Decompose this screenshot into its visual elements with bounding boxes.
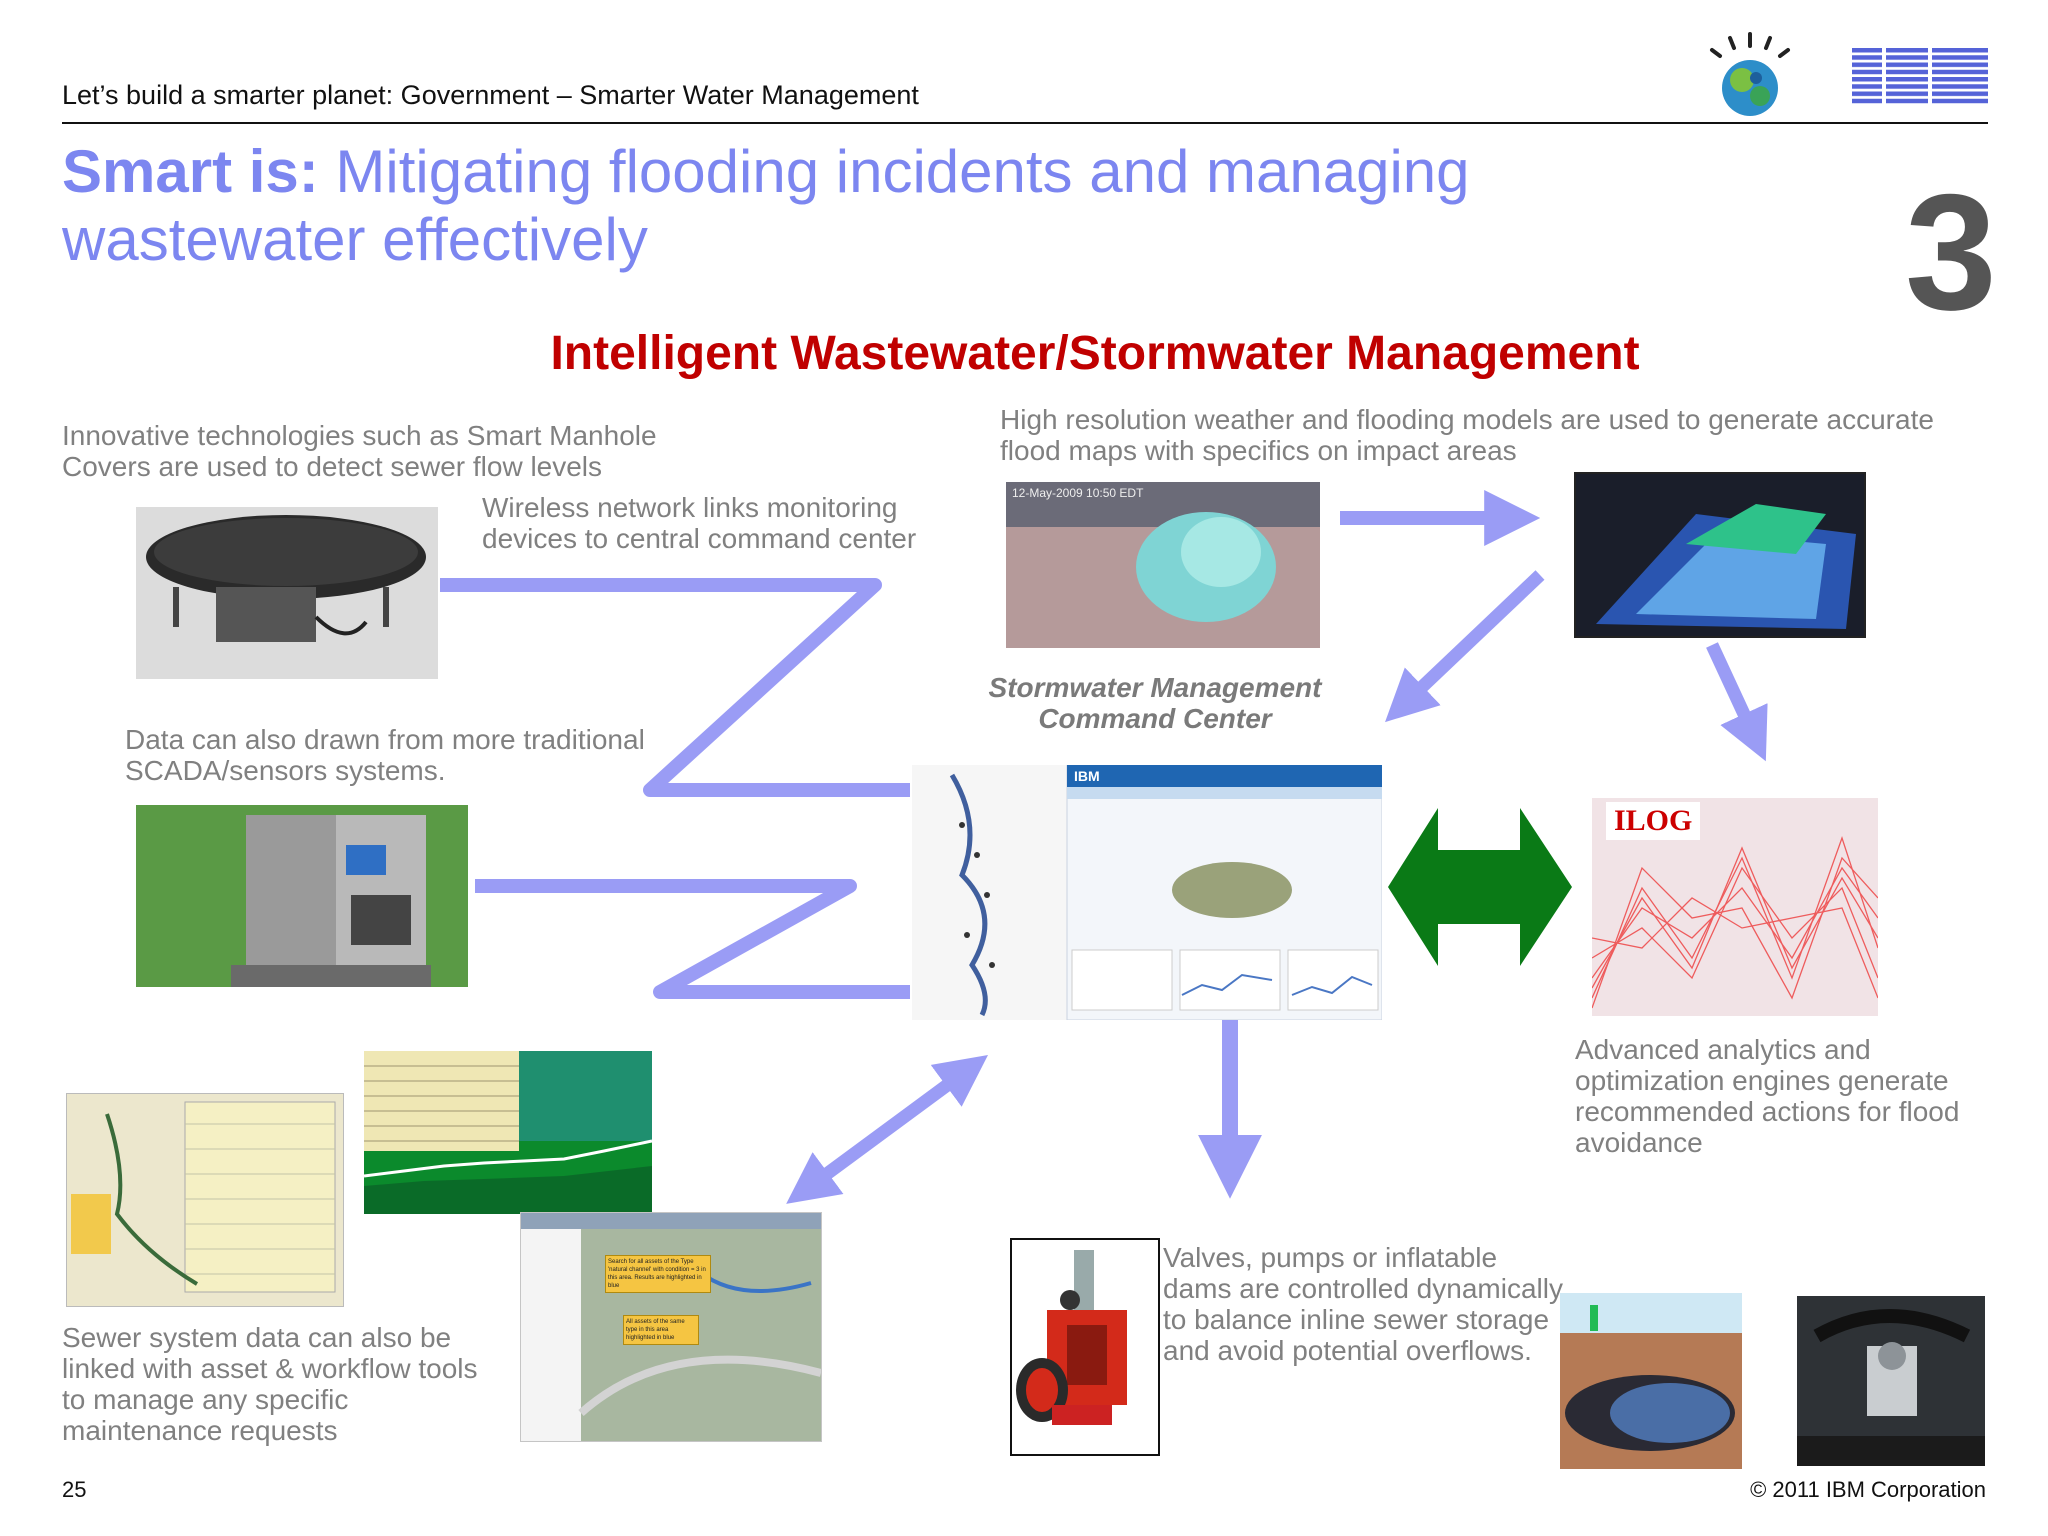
caption-valves: Valves, pumps or inflatable dams are con… — [1163, 1242, 1563, 1366]
green-double-arrow — [1388, 808, 1572, 966]
wireless-link-lower — [475, 879, 910, 999]
command-center-line2: Command Center — [1038, 703, 1272, 734]
sewer-profile-chart — [364, 1051, 652, 1214]
scada-cabinet-photo — [136, 805, 468, 987]
section-number: 3 — [1905, 160, 1997, 344]
header-text: Let’s build a smarter planet: Government… — [62, 80, 919, 110]
slide-title: Smart is: Mitigating flooding incidents … — [62, 138, 1662, 274]
weather-model-image: 12-May-2009 10:50 EDT — [1006, 482, 1320, 648]
caption-scada: Data can also drawn from more traditiona… — [125, 724, 645, 786]
command-center-line1: Stormwater Management — [988, 672, 1322, 703]
caption-sewer: Sewer system data can also be linked wit… — [62, 1322, 478, 1446]
arrow-model-to-ilog — [1706, 642, 1768, 762]
ilog-logo: ILOG — [1606, 802, 1701, 840]
arrow-center-sewer — [786, 1055, 989, 1204]
ibm-logo — [1852, 48, 1988, 106]
gis-note-highlight: All assets of the same type in this area… — [623, 1315, 699, 1345]
pump-photo — [1797, 1296, 1985, 1466]
smarter-planet-icon — [1710, 32, 1790, 116]
smart-manhole-photo — [136, 507, 438, 679]
header-rule — [62, 122, 1988, 124]
dashboard-ibm-tab: IBM — [1074, 768, 1100, 784]
wireless-link-upper — [440, 578, 910, 797]
gis-note-search: Search for all assets of the Type 'natur… — [605, 1255, 711, 1293]
caption-wireless: Wireless network links monitoring device… — [482, 492, 917, 554]
title-rest: Mitigating flooding incidents and managi… — [62, 138, 1470, 273]
ilog-analytics-chart: ILOG — [1592, 798, 1878, 1016]
command-center-dashboard: IBM — [912, 765, 1382, 1020]
sewer-asset-map — [66, 1093, 344, 1307]
gis-asset-search: Search for all assets of the Type 'natur… — [520, 1212, 822, 1442]
inflatable-dam-illustration — [1560, 1293, 1742, 1469]
valve-photo — [1010, 1238, 1160, 1456]
page-number: 25 — [62, 1477, 87, 1502]
arrow-model-to-center — [1385, 570, 1545, 723]
caption-manhole: Innovative technologies such as Smart Ma… — [62, 420, 657, 482]
caption-analytics: Advanced analytics and optimization engi… — [1575, 1034, 1960, 1158]
caption-command-center: Stormwater Management Command Center — [960, 672, 1350, 734]
weather-timestamp: 12-May-2009 10:50 EDT — [1012, 486, 1144, 500]
caption-weather: High resolution weather and flooding mod… — [1000, 404, 1934, 466]
section-subtitle: Intelligent Wastewater/Stormwater Manage… — [550, 327, 1640, 380]
city-flood-model-image — [1574, 472, 1866, 638]
title-bold: Smart is: — [62, 138, 319, 205]
copyright: © 2011 IBM Corporation — [1750, 1477, 1986, 1502]
